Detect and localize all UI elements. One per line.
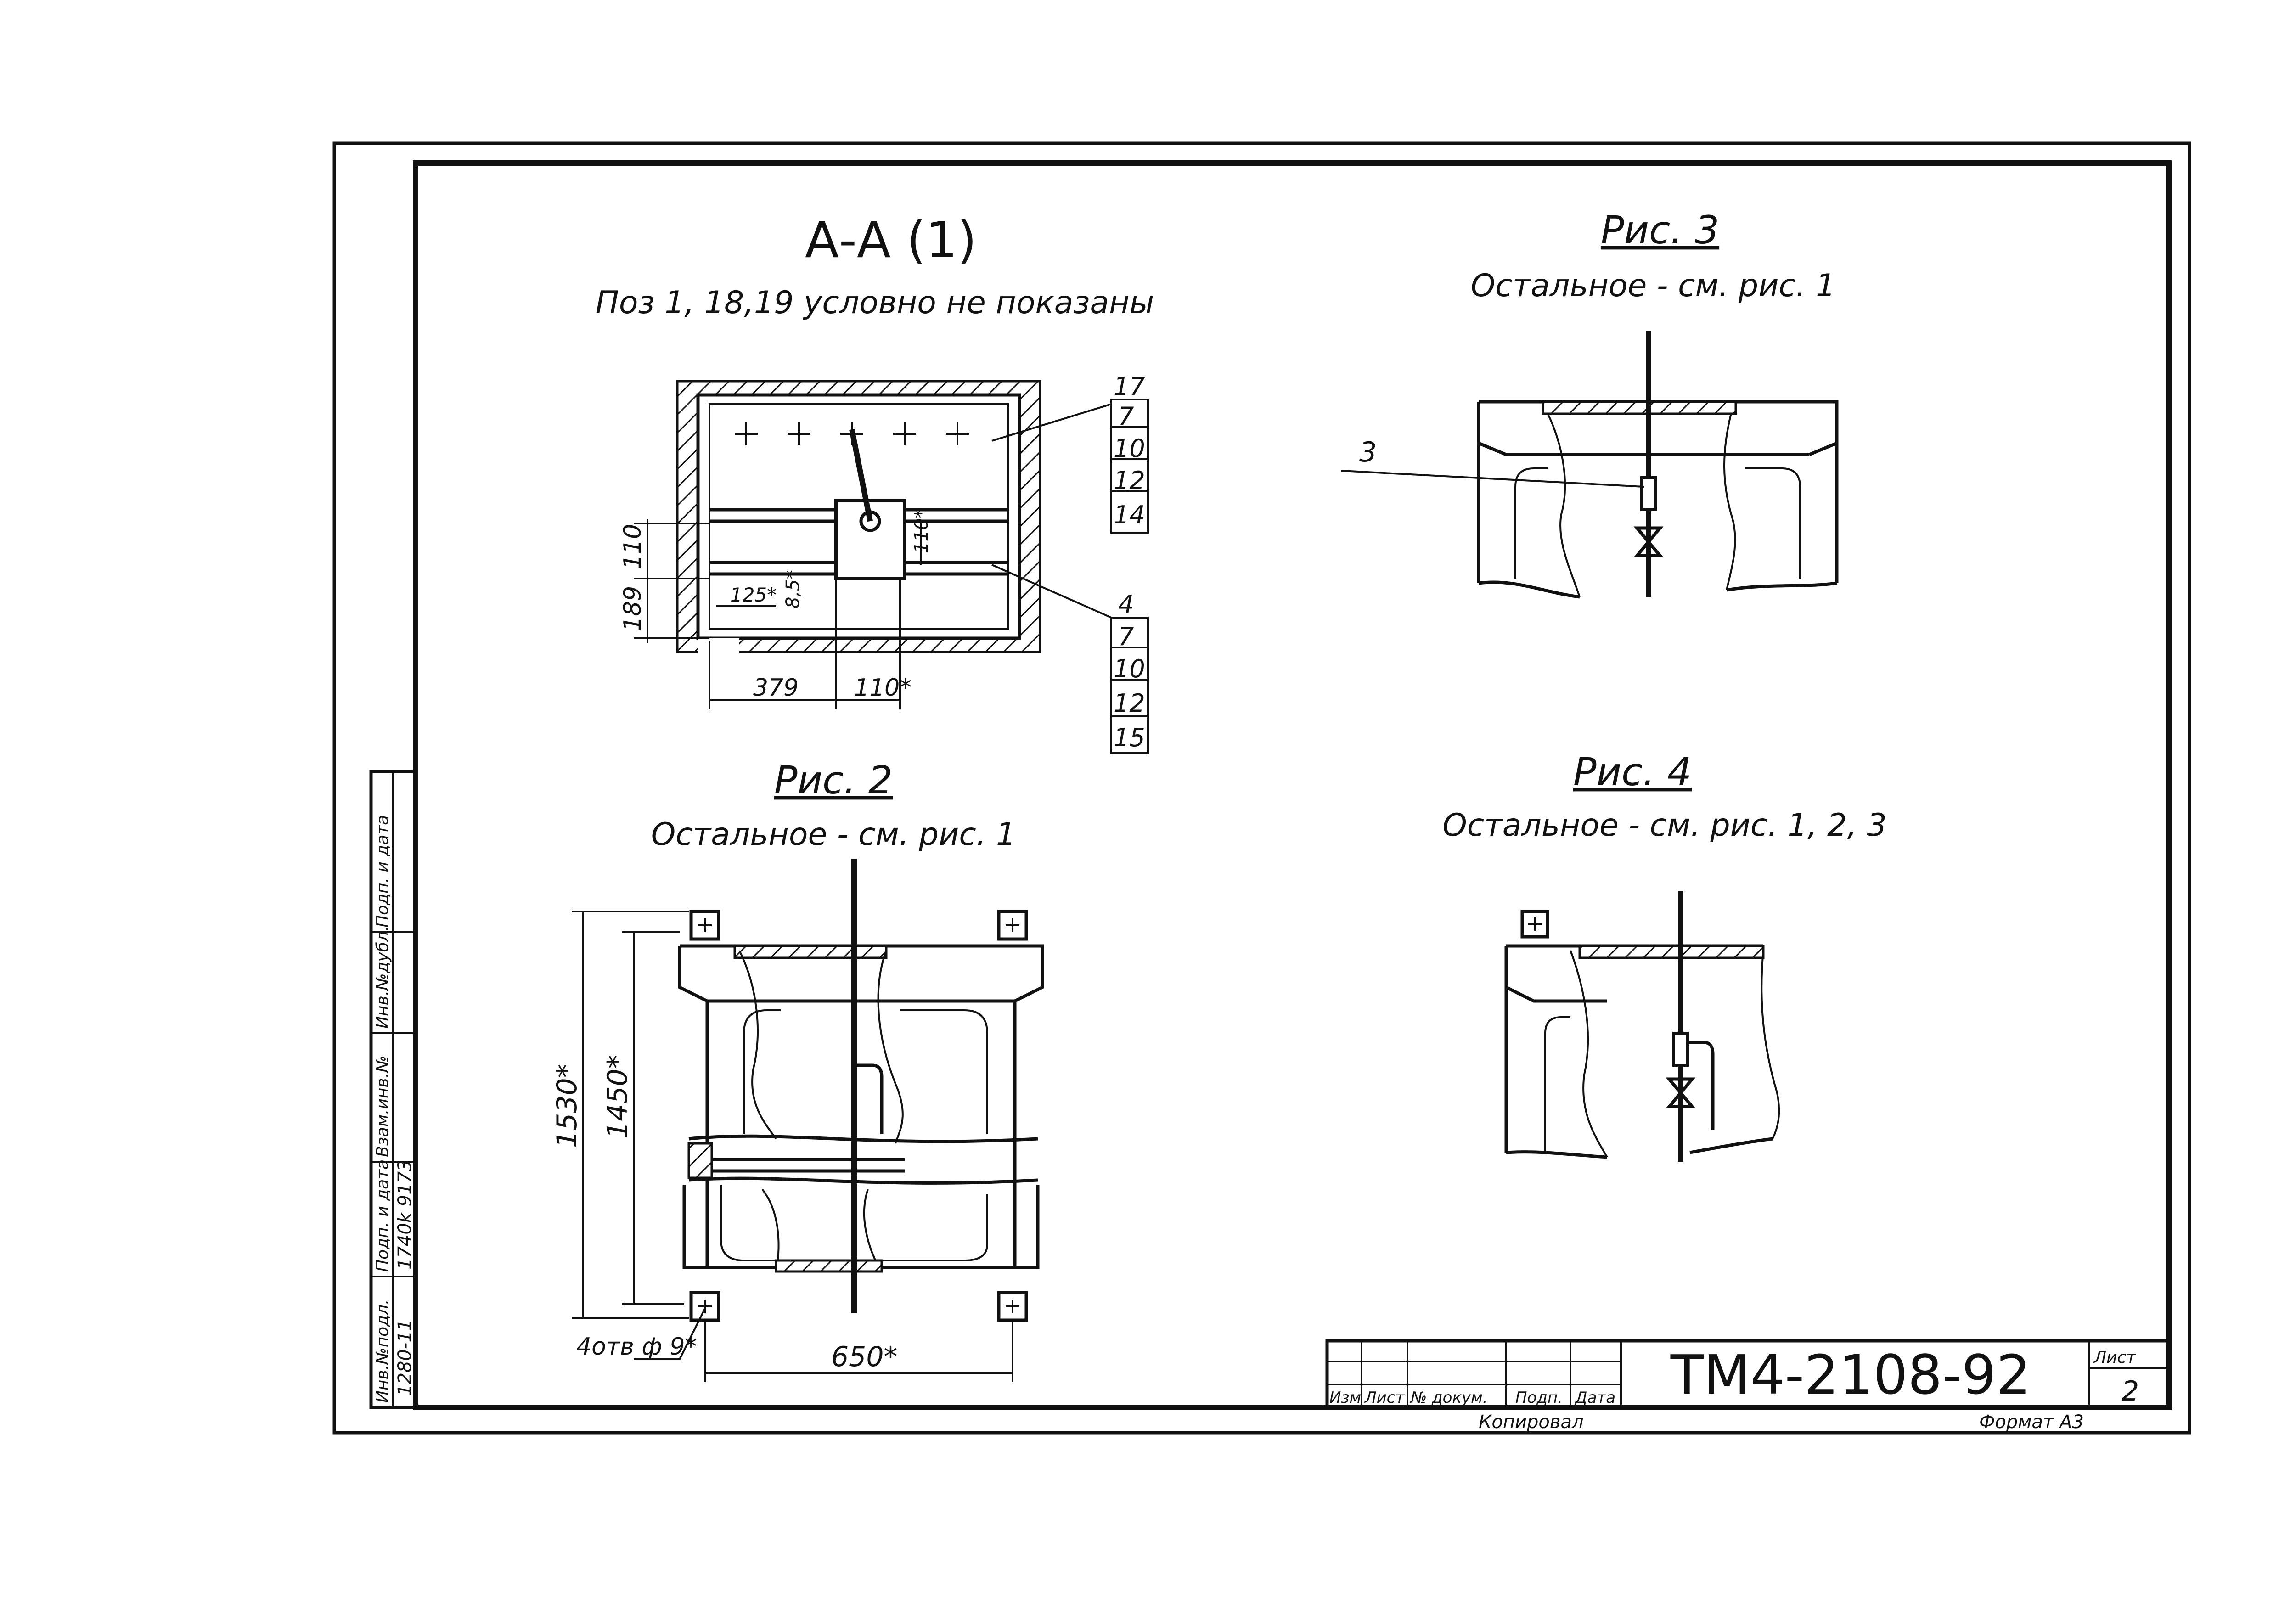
inner-frame [413,160,2172,1410]
tb-header-list: Лист [1364,1389,1405,1407]
aa-dim-125: 125* [730,584,777,606]
fig2-dim-1450: 1450* [602,1055,634,1139]
side-stamp: Инв.№подл. Подп. и дата Взам.инв.№ Инв.№… [369,770,417,1409]
fig3-break-left [1547,413,1581,597]
fig2-dim-650: 650* [831,1341,898,1373]
tb-sheet-label: Лист [2093,1348,2136,1367]
callout-4: 4 [1118,590,1134,619]
tb-copied: Копировал [1479,1412,1584,1433]
fig2-window-lower [720,1185,988,1261]
fig4-title: Рис. 4 [1573,749,1692,794]
fig3-inner-window-l [1514,467,1548,579]
side-stamp-value-2: 1740k 9173 [394,1160,416,1270]
fig2-break-left [738,950,780,1272]
fig4: Рис. 4 Остальное - см. рис. 1, 2, 3 [1442,749,1887,1162]
side-stamp-col-1: Инв.№подл. [373,1300,392,1403]
fig4-break-left [1570,950,1608,1158]
fig2-top-insulation [733,945,888,959]
callout-12b: 12 [1114,689,1145,718]
callout-14: 14 [1114,501,1145,529]
tb-designation: ТМ4-2108-92 [1670,1343,2031,1406]
callout-7b: 7 [1118,622,1134,651]
fig3-note: Остальное - см. рис. 1 [1471,268,1836,304]
fig2-holes-label: 4отв ф 9* [576,1333,697,1361]
fig3-callout-leader [1340,470,1644,488]
aa-bolt-row [735,422,969,445]
fig4-note: Остальное - см. рис. 1, 2, 3 [1442,807,1887,844]
callout-17: 17 [1114,372,1145,401]
tb-header-izm: Изм [1329,1389,1361,1407]
fig3-top-insulation [1542,400,1737,415]
fig2-mid-hatch [687,1142,713,1179]
fig4-branch [1688,1041,1715,1130]
callout-15: 15 [1114,723,1145,752]
section-aa-note: Поз 1, 18,19 условно не показаны [596,285,1154,321]
aa-leader-upper [991,403,1112,442]
fig2-brackets [689,910,1028,1322]
fig4-inner-window [1544,1016,1570,1153]
fig4-bottom-edge [1506,1137,1773,1159]
fig3-callout-3: 3 [1359,436,1377,468]
outer-border [332,141,2191,1435]
fig4-top-insulation [1578,945,1765,959]
side-stamp-col-4: Инв.№дубл. [373,926,392,1029]
callout-10a: 10 [1114,434,1145,463]
aa-rod [849,428,873,522]
tb-header-sign: Подп. [1515,1389,1563,1407]
side-stamp-col-2: Подп. и дата [373,1159,392,1272]
fig2-note: Остальное - см. рис. 1 [651,816,1016,853]
fig3-inner-window-r [1745,467,1801,579]
fig2-dim-1530: 1530* [551,1064,583,1148]
fig2-casing-lower [682,1185,1040,1269]
fig2-dim-lines [572,911,1013,1382]
fig4-bracket-cross [1528,917,1542,931]
section-aa-title: А-А (1) [805,212,977,269]
aa-inner-frame [709,403,1009,630]
aa-callout-upper: 17 7 10 12 14 [1110,372,1149,534]
side-stamp-value-1: 1280-11 [394,1319,416,1396]
fig4-fitting [1672,1032,1689,1067]
callout-10b: 10 [1114,654,1145,683]
fig3-break-right [1723,413,1736,591]
fig3-valve-icon [1633,526,1664,557]
aa-dim-110v: 110 [619,524,647,569]
fig2-window-upper [743,1009,988,1134]
fig2-bottom-insulation [775,1259,883,1273]
fig3-casing [1477,400,1839,583]
aa-callout-lower: 4 7 10 12 15 [1110,590,1149,754]
aa-dim-lines [634,519,922,709]
fig2-break-strip [688,1134,1038,1185]
aa-leader-lower [991,564,1112,619]
tb-format: Формат А3 [1979,1412,2084,1433]
title-block: Изм Лист № докум. Подп. Дата ТМ4-2108-92… [1325,1339,2171,1433]
tb-sheet-number: 2 [2122,1375,2139,1407]
aa-dim-110h: 110* [854,674,912,702]
aa-dim-189: 189 [619,586,647,631]
fig2-pipe-branch [854,1063,884,1134]
aa-dim-379: 379 [753,674,799,702]
fig3: Рис. 3 Остальное - см. рис. 1 3 [1340,208,1839,599]
fig2-title: Рис. 2 [774,758,893,803]
side-stamp-col-5: Подп. и дата [373,815,392,928]
aa-bottom-gap [698,638,739,657]
fig3-fitting [1640,476,1657,511]
fig3-bottom-edge [1478,580,1837,599]
fig4-bracket [1520,910,1549,939]
aa-dim-110-plate: 110* [911,509,932,553]
fig4-break-right [1761,950,1780,1139]
fig4-valve-icon [1666,1077,1696,1108]
aa-dim-85: 8,5* [782,570,804,608]
fig2-break-right [863,950,904,1273]
fig3-title: Рис. 3 [1601,208,1719,253]
fig2-casing-upper [678,944,1044,1267]
fig2-flange [712,1158,905,1173]
tb-header-date: Дата [1574,1389,1615,1407]
section-aa: А-А (1) Поз 1, 18,19 условно не показаны [596,212,1154,754]
tb-header-doc: № докум. [1410,1389,1488,1407]
fig2: Рис. 2 Остальное - см. рис. 1 1530* [551,758,1044,1382]
callout-12a: 12 [1114,466,1145,495]
side-stamp-col-3: Взам.инв.№ [373,1055,392,1157]
callout-7a: 7 [1118,402,1134,431]
